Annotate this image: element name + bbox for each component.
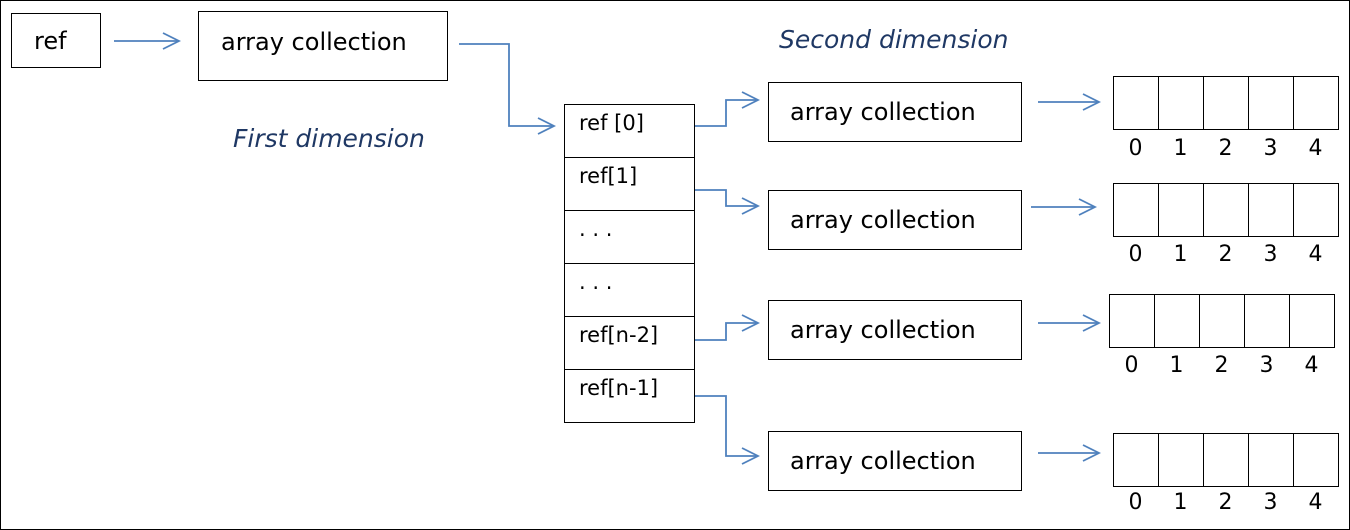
array-slot <box>1113 183 1159 237</box>
array-slot <box>1203 183 1249 237</box>
first-dimension-label: First dimension <box>233 124 425 153</box>
array-collection-label: array collection <box>790 98 976 126</box>
array-slot <box>1158 76 1204 130</box>
array-slot <box>1293 433 1339 487</box>
array-slot <box>1248 433 1294 487</box>
array-collection-box: array collection <box>768 300 1022 360</box>
ref-array-cell: . . . <box>564 210 695 264</box>
array-index: 0 <box>1128 490 1143 515</box>
array-slot <box>1199 294 1245 348</box>
array-slot <box>1158 433 1204 487</box>
array-collection-label: array collection <box>790 206 976 234</box>
array-slot <box>1248 76 1294 130</box>
array-collection-box: array collection <box>768 190 1022 250</box>
array-slot <box>1203 433 1249 487</box>
array-collection-box: array collection <box>768 431 1022 491</box>
arrow-refn1-to-row3 <box>695 395 758 456</box>
ref-array-cell-label: ref [0] <box>579 111 644 135</box>
array-index: 2 <box>1218 242 1233 267</box>
arrow-refn2-to-row2 <box>695 323 758 341</box>
array-slot <box>1293 76 1339 130</box>
ref-array-cell-label: ref[1] <box>579 164 638 188</box>
arrow-ref0-to-row0 <box>695 100 758 127</box>
array-index: 2 <box>1218 490 1233 515</box>
array-index: 0 <box>1128 242 1143 267</box>
array-slot <box>1293 183 1339 237</box>
array-index: 3 <box>1259 353 1274 378</box>
arrow-ref1-to-row1 <box>695 189 758 206</box>
ref-array-cell: ref[n-1] <box>564 369 695 423</box>
array-slot <box>1158 183 1204 237</box>
array-slot <box>1113 433 1159 487</box>
ref-array-cell-label: ref[n-1] <box>579 376 659 400</box>
ref-array-cell: ref[1] <box>564 157 695 211</box>
array-slot <box>1154 294 1200 348</box>
ref-array-cell: . . . <box>564 263 695 317</box>
array-slot <box>1248 183 1294 237</box>
array-slot <box>1289 294 1335 348</box>
array-index: 4 <box>1308 490 1323 515</box>
ref-box: ref <box>11 13 101 68</box>
array-index: 1 <box>1173 136 1188 161</box>
array-index: 2 <box>1214 353 1229 378</box>
array-index: 3 <box>1263 242 1278 267</box>
array-slot <box>1109 294 1155 348</box>
array-index: 1 <box>1173 242 1188 267</box>
ref-array-cell: ref[n-2] <box>564 316 695 370</box>
ref-array-cell-label: . . . <box>579 270 613 294</box>
array-index: 4 <box>1308 136 1323 161</box>
array-index: 0 <box>1128 136 1143 161</box>
array-collection-box: array collection <box>768 82 1022 142</box>
array-index: 3 <box>1263 136 1278 161</box>
array-index: 0 <box>1124 353 1139 378</box>
ref-array-cell: ref [0] <box>564 104 695 158</box>
array-collection-label: array collection <box>790 316 976 344</box>
array-slot <box>1244 294 1290 348</box>
top-array-collection-label: array collection <box>221 28 407 56</box>
array-slot <box>1203 76 1249 130</box>
top-array-collection-box: array collection <box>198 11 448 81</box>
ref-label: ref <box>34 26 67 55</box>
array-index: 1 <box>1169 353 1184 378</box>
array-index: 3 <box>1263 490 1278 515</box>
array-collection-label: array collection <box>790 447 976 475</box>
array-index: 4 <box>1308 242 1323 267</box>
array-index: 4 <box>1304 353 1319 378</box>
ref-array-cell-label: ref[n-2] <box>579 323 659 347</box>
array-index: 1 <box>1173 490 1188 515</box>
array-slot <box>1113 76 1159 130</box>
array-index: 2 <box>1218 136 1233 161</box>
second-dimension-label: Second dimension <box>779 25 1009 54</box>
arrow-collection-to-ref-array <box>459 43 554 126</box>
ref-array-cell-label: . . . <box>579 217 613 241</box>
